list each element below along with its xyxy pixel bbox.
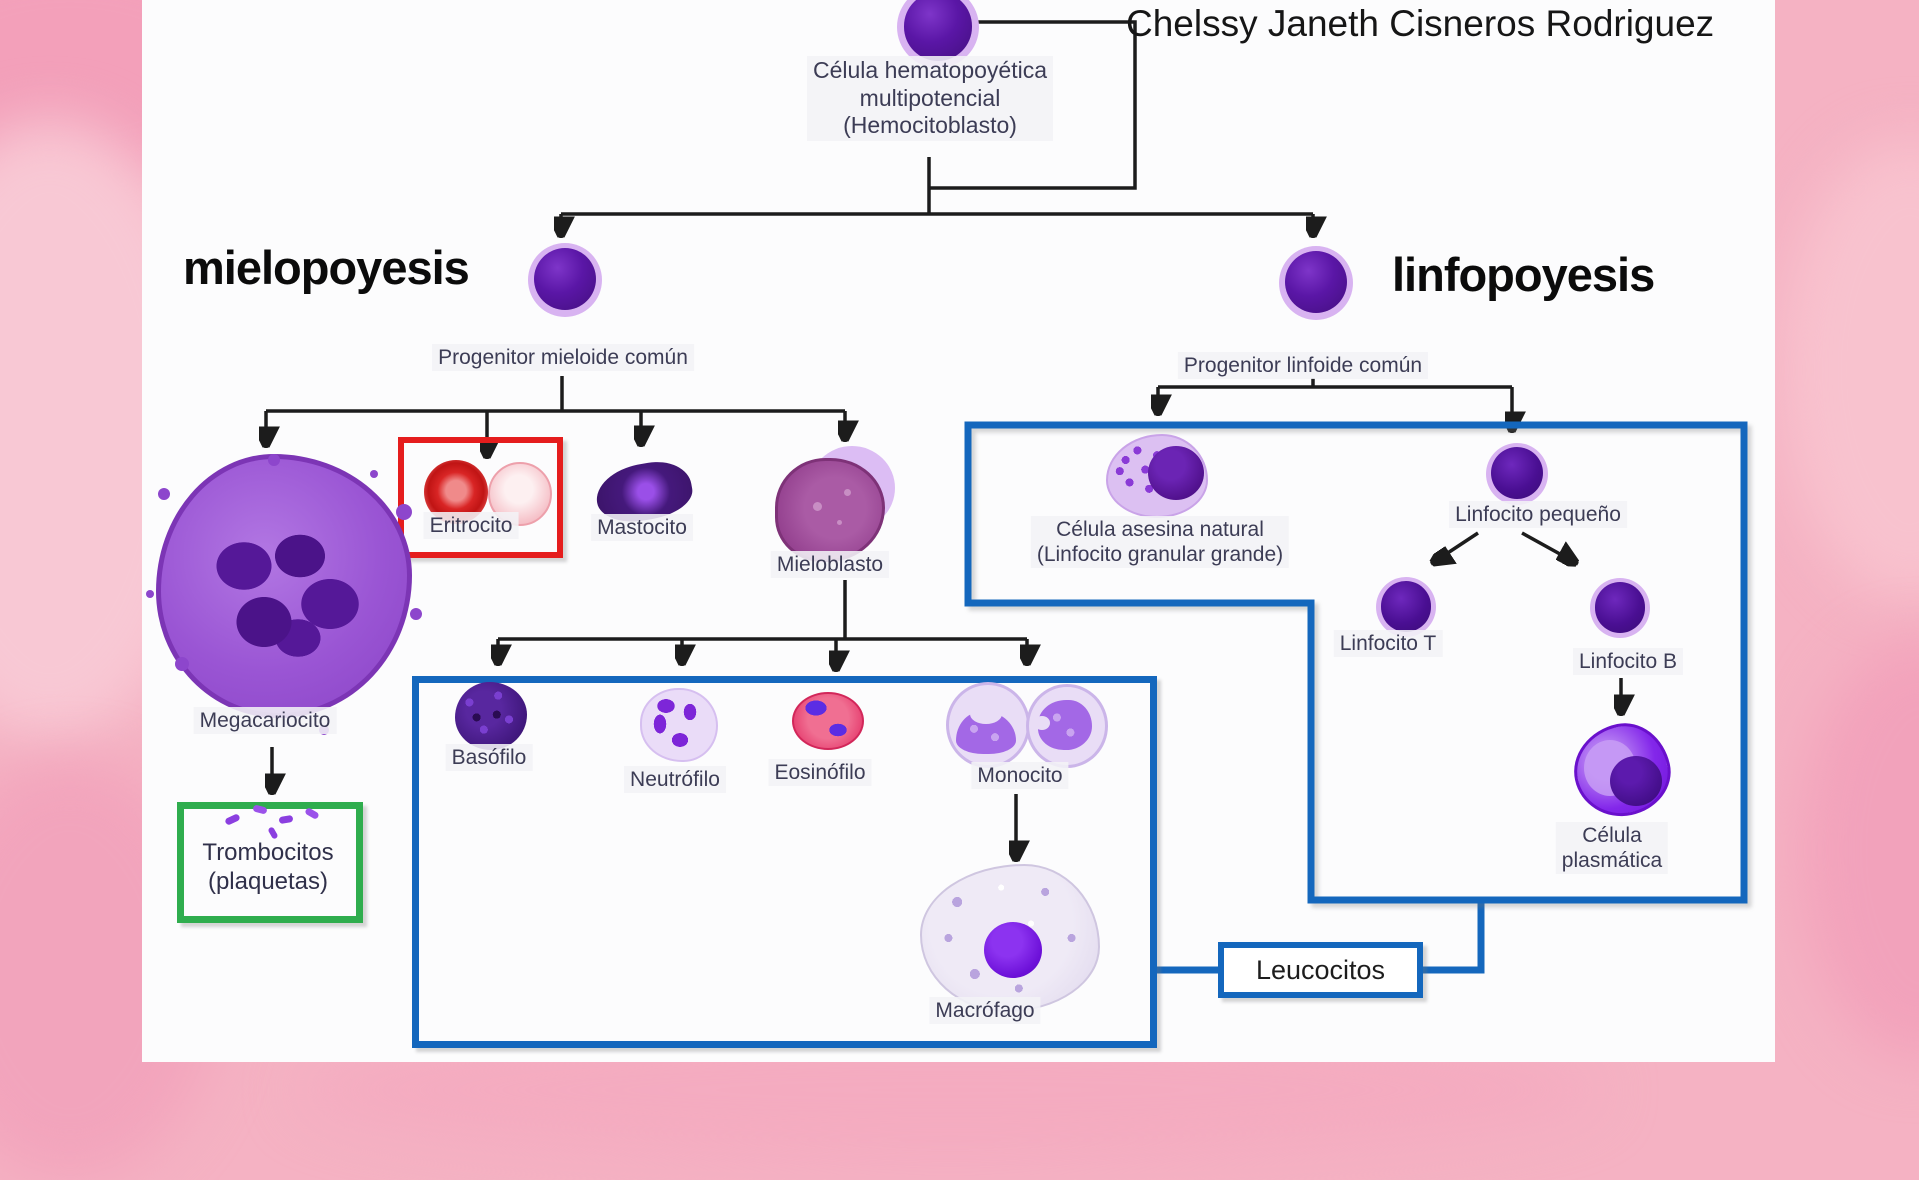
- connector-lines: [0, 20, 1748, 974]
- label-progenitor-mieloide: Progenitor mieloide común: [432, 344, 694, 372]
- eosinofilo-cell: [792, 692, 864, 750]
- speck: [252, 804, 268, 815]
- cell-nucleus: [1148, 446, 1204, 500]
- notch: [1034, 716, 1050, 730]
- label-root: Célula hematopoyética multipotencial (He…: [807, 56, 1053, 141]
- cell-nucleus: [1380, 581, 1432, 632]
- cell-body: [775, 458, 885, 562]
- label-eritrocito: Eritrocito: [423, 512, 519, 540]
- nk-cell: [1106, 434, 1208, 518]
- title-mielopoyesis: mielopoyesis: [183, 241, 470, 294]
- label-megacariocito: Megacariocito: [193, 707, 337, 735]
- progenitor-mieloide-cell: [528, 243, 602, 317]
- notch: [970, 704, 1002, 724]
- author-name: Chelssy Janeth Cisneros Rodriguez: [1126, 3, 1715, 44]
- basofilo-cell: [455, 682, 527, 750]
- speck: [304, 806, 320, 821]
- megacariocito-cell: [150, 448, 418, 724]
- label-linfocito-t: Linfocito T: [1333, 630, 1443, 658]
- arrow-to-linfocito-b: [1521, 531, 1578, 564]
- speck: [224, 813, 241, 826]
- arrow-to-linfocito-t: [1431, 531, 1479, 564]
- linfocito-pequeno-cell: [1486, 443, 1548, 505]
- cell-nucleus: [798, 696, 858, 746]
- mieloblasto-cell: [775, 446, 895, 562]
- title-linfopoyesis: linfopoyesis: [1392, 248, 1655, 301]
- speck: [278, 814, 294, 825]
- label-mieloblasto: Mieloblasto: [770, 551, 890, 579]
- label-macrofago: Macrófago: [929, 997, 1041, 1025]
- label-trombocitos: Trombocitos (plaquetas): [202, 839, 334, 895]
- cell-nucleus: [1594, 582, 1646, 633]
- label-progenitor-linfoide: Progenitor linfoide común: [1177, 352, 1429, 380]
- tree-skeleton: [266, 20, 1512, 641]
- label-nk: Célula asesina natural (Linfocito granul…: [1030, 516, 1290, 569]
- macrofago-cell: [920, 864, 1100, 1012]
- label-linfocito-b: Linfocito B: [1572, 648, 1684, 676]
- progenitor-linfoide-cell: [1279, 246, 1353, 320]
- neutrofilo-cell: [640, 688, 718, 762]
- label-monocito: Monocito: [971, 762, 1069, 790]
- cell-nucleus: [1490, 447, 1544, 500]
- cell-nucleus: [202, 526, 370, 676]
- cell-satellite-dots: [158, 488, 170, 500]
- cell-nucleus: [903, 0, 973, 61]
- lymphoid-group-box: [964, 421, 1748, 904]
- leucocitos-box: Leucocitos: [1218, 942, 1423, 998]
- trombocitos-box: [177, 802, 363, 923]
- cell-nucleus: [984, 922, 1042, 978]
- label-neutrofilo: Neutrófilo: [624, 766, 726, 794]
- root-stem-cell: [897, 0, 979, 68]
- cell-highlight-dots: [813, 502, 822, 511]
- leucocitos-label: Leucocitos: [1255, 954, 1386, 985]
- label-basofilo: Basófilo: [445, 744, 533, 772]
- cell-nucleus: [1284, 251, 1348, 314]
- granulocyte-group-box: [412, 676, 1157, 1048]
- cell-nucleus: [652, 696, 704, 752]
- celula-plasmatica-cell: [1565, 715, 1679, 825]
- pale-blood-cell: [488, 462, 552, 526]
- label-linfocito-pequeno: Linfocito pequeño: [1449, 501, 1627, 529]
- mastocito-cell: [591, 456, 697, 528]
- label-celula-plasmatica: Célula plasmática: [1555, 822, 1669, 875]
- cell-nucleus: [1610, 756, 1662, 806]
- trombocitos-specks: [224, 804, 335, 842]
- cell-nucleus: [533, 248, 597, 311]
- monocito-cells: [946, 682, 1108, 768]
- label-mastocito: Mastocito: [591, 514, 693, 542]
- leucocitos-link-right: [1421, 901, 1485, 974]
- linfocito-b-cell: [1590, 578, 1650, 638]
- label-eosinofilo: Eosinófilo: [768, 759, 872, 787]
- linfocito-t-cell: [1376, 577, 1436, 637]
- cell-body: [455, 682, 527, 750]
